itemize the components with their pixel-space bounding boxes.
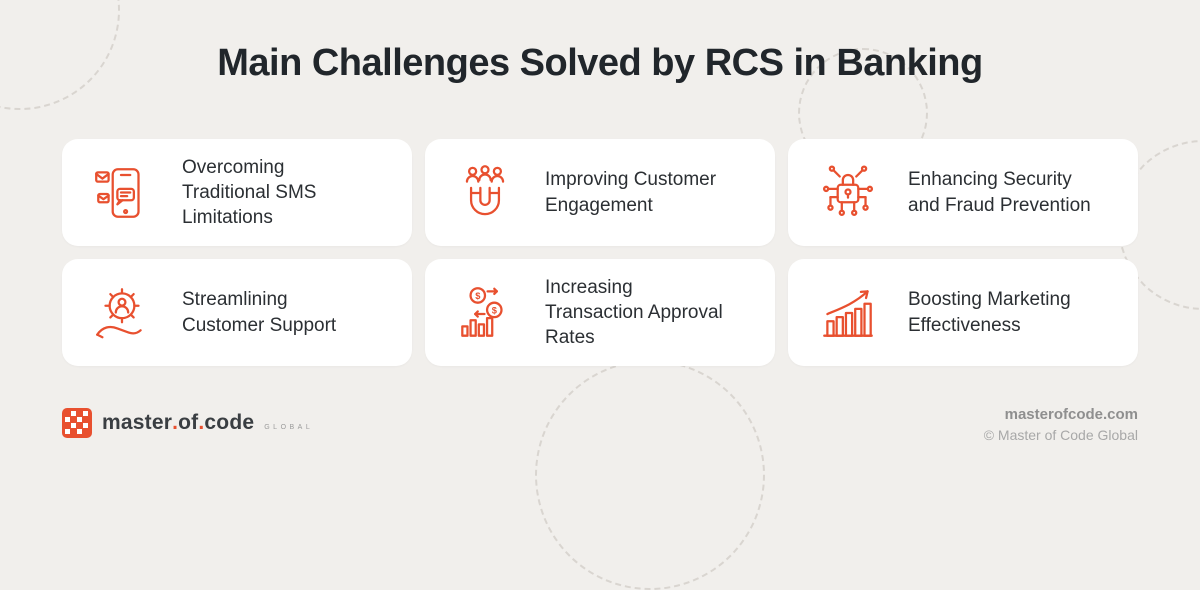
- logo-suffix: GLOBAL: [264, 424, 314, 431]
- dashed-circle-decoration: [535, 360, 765, 590]
- card-sms-limitations: Overcoming Traditional SMS Limitations: [62, 139, 412, 246]
- challenge-cards-grid: Overcoming Traditional SMS Limitations: [62, 139, 1138, 366]
- logo-word: of: [178, 411, 199, 434]
- brand-logo: master.of.code GLOBAL: [62, 408, 313, 438]
- transaction-coins-chart-icon: $ $: [451, 279, 519, 347]
- logo-wordmark: master.of.code GLOBAL: [102, 411, 313, 435]
- website-url: masterofcode.com: [1004, 406, 1138, 423]
- card-customer-engagement: Improving Customer Engagement: [425, 139, 775, 246]
- card-marketing-effectiveness: Boosting Marketing Effectiveness: [788, 259, 1138, 366]
- card-transaction-approval: $ $ Increasing Transaction Approval Rate…: [425, 259, 775, 366]
- logo-checker-icon: [62, 408, 92, 438]
- support-gear-hand-icon: [88, 279, 156, 347]
- logo-dot: .: [172, 411, 179, 434]
- card-customer-support: Streamlining Customer Support: [62, 259, 412, 366]
- card-label: Improving Customer Engagement: [545, 169, 717, 216]
- magnet-audience-icon: [451, 159, 519, 227]
- svg-text:$: $: [492, 305, 498, 315]
- card-label: Overcoming Traditional SMS Limitations: [182, 156, 317, 229]
- card-security-fraud: Enhancing Security and Fraud Prevention: [788, 139, 1138, 246]
- svg-text:$: $: [475, 290, 481, 300]
- sms-phone-icon: [88, 159, 156, 227]
- logo-word: master: [102, 411, 173, 434]
- footer-attribution: masterofcode.com © Master of Code Global: [984, 406, 1138, 443]
- card-label: Boosting Marketing Effectiveness: [908, 289, 1071, 336]
- card-label: Streamlining Customer Support: [182, 289, 337, 336]
- card-label: Enhancing Security and Fraud Prevention: [908, 169, 1091, 216]
- page-title: Main Challenges Solved by RCS in Banking: [217, 42, 983, 84]
- card-label: Increasing Transaction Approval Rates: [545, 276, 723, 349]
- copyright-text: © Master of Code Global: [983, 427, 1138, 443]
- marketing-growth-chart-icon: [814, 279, 882, 347]
- logo-dot: .: [198, 411, 205, 434]
- security-lock-circuit-icon: [814, 159, 882, 227]
- logo-word: code: [204, 411, 255, 434]
